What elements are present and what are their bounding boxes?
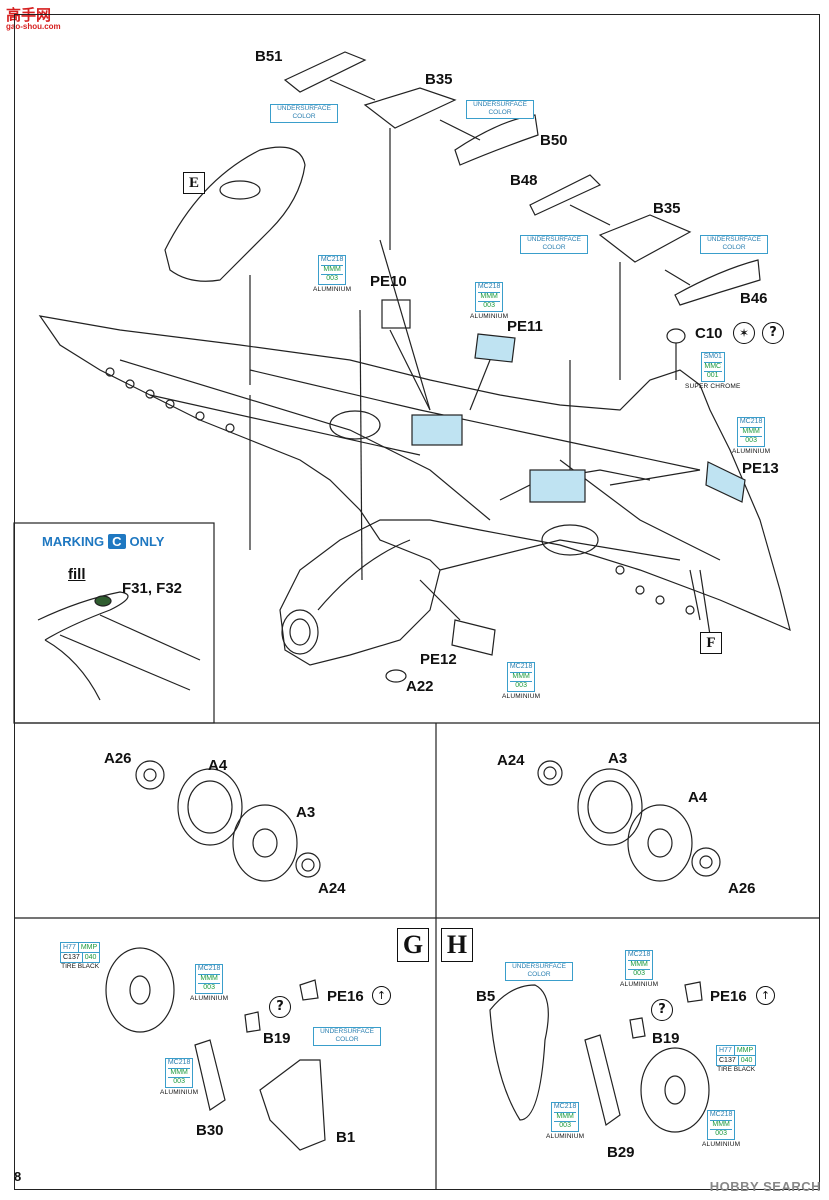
section-e-label: E: [183, 172, 205, 194]
part-b51: B51: [255, 48, 283, 65]
marking-suffix: ONLY: [129, 533, 165, 549]
part-c10: C10: [695, 325, 723, 342]
h-pe16-arrow-icon: ↑: [756, 986, 775, 1005]
h-b19: B19: [652, 1030, 680, 1047]
part-b35-second: B35: [653, 200, 681, 217]
marking-prefix: MARKING: [42, 533, 105, 549]
part-pe10: PE10: [370, 273, 407, 290]
undersurface-callout-1: UNDERSURFACE COLOR: [270, 104, 338, 123]
hobby-search-watermark: HOBBY SEARCH: [709, 1179, 821, 1194]
part-a22: A22: [406, 678, 434, 695]
g-pe16-arrow-icon: ↑: [372, 986, 391, 1005]
page-number: 8: [14, 1169, 22, 1184]
wheel2-a26: A26: [728, 880, 756, 897]
part-pe13: PE13: [742, 460, 779, 477]
section-f-label: F: [700, 632, 722, 654]
wheel1-a3: A3: [296, 804, 316, 821]
g-b1: B1: [336, 1129, 356, 1146]
section-h-label: H: [441, 928, 473, 962]
wheel1-a26: A26: [104, 750, 132, 767]
h-pe16: PE16: [710, 988, 747, 1005]
h-question-icon: ?: [651, 999, 673, 1021]
wheel2-a4: A4: [688, 789, 708, 806]
g-b19: B19: [263, 1030, 291, 1047]
fill-parts: F31, F32: [122, 580, 183, 597]
part-pe12: PE12: [420, 651, 457, 668]
part-b35-top: B35: [425, 71, 453, 88]
marking-c-only: MARKING C ONLY: [42, 531, 164, 551]
wheel2-a3: A3: [608, 750, 628, 767]
star-insignia-icon: ✶: [733, 322, 755, 344]
undersurface-callout-4: UNDERSURFACE COLOR: [700, 235, 768, 254]
part-pe11: PE11: [507, 318, 543, 335]
h-b29: B29: [607, 1144, 635, 1161]
site-logo: 高手网: [6, 7, 52, 24]
g-question-icon: ?: [269, 996, 291, 1018]
undersurface-callout-2: UNDERSURFACE COLOR: [466, 100, 534, 119]
g-b30: B30: [196, 1122, 224, 1139]
wheel2-a24: A24: [497, 752, 525, 769]
part-b48: B48: [510, 172, 538, 189]
part-b46: B46: [740, 290, 768, 307]
fill-label: fill: [68, 566, 86, 583]
question-icon: ?: [762, 322, 784, 344]
site-url: gao-shou.com: [6, 22, 61, 31]
section-g-label: G: [397, 928, 429, 962]
marking-letter: C: [108, 533, 126, 549]
wheel1-a4: A4: [208, 757, 228, 774]
undersurface-callout-5: UNDERSURFACE COLOR: [313, 1027, 381, 1046]
undersurface-callout-6: UNDERSURFACE COLOR: [505, 962, 573, 981]
undersurface-callout-3: UNDERSURFACE COLOR: [520, 235, 588, 254]
h-b5: B5: [476, 988, 496, 1005]
g-pe16: PE16: [327, 988, 364, 1005]
part-b50: B50: [540, 132, 568, 149]
wheel1-a24: A24: [318, 880, 346, 897]
